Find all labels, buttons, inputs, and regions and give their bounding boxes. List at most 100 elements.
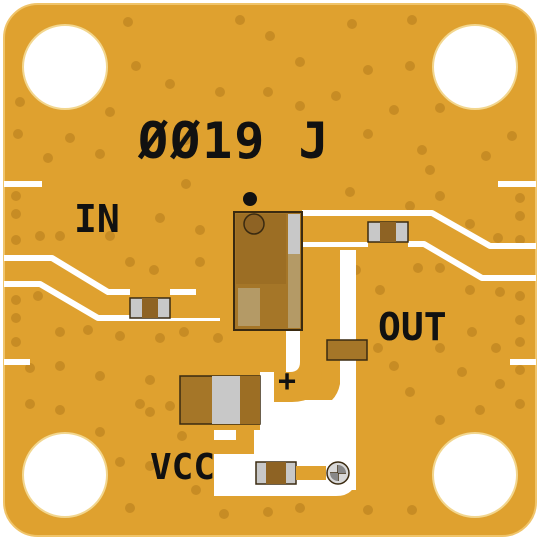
via bbox=[131, 61, 141, 71]
input-label: IN bbox=[74, 197, 120, 241]
via bbox=[493, 233, 503, 243]
via bbox=[491, 343, 501, 353]
via bbox=[165, 401, 175, 411]
via bbox=[515, 315, 525, 325]
input-capacitor bbox=[129, 297, 171, 319]
via bbox=[115, 457, 125, 467]
via bbox=[507, 131, 517, 141]
via bbox=[83, 325, 93, 335]
via bbox=[11, 337, 21, 347]
via bbox=[413, 263, 423, 273]
via bbox=[33, 291, 43, 301]
vcc-gold-lead bbox=[236, 424, 254, 454]
via bbox=[373, 343, 383, 353]
bias-gold-path bbox=[274, 250, 322, 402]
via bbox=[125, 257, 135, 267]
via bbox=[417, 145, 427, 155]
ic-rf-in-lead bbox=[238, 288, 260, 326]
via bbox=[105, 107, 115, 117]
via bbox=[13, 129, 23, 139]
via bbox=[435, 103, 445, 113]
via bbox=[195, 225, 205, 235]
via bbox=[515, 365, 525, 375]
output-microstrip bbox=[300, 218, 370, 242]
via bbox=[467, 327, 477, 337]
via bbox=[515, 235, 525, 245]
via bbox=[145, 375, 155, 385]
via bbox=[363, 65, 373, 75]
via bbox=[475, 405, 485, 415]
polarity-mark: + bbox=[278, 364, 297, 399]
via bbox=[11, 209, 21, 219]
trace-out-gap-lower bbox=[408, 241, 536, 281]
via bbox=[405, 201, 415, 211]
via bbox=[55, 405, 65, 415]
amplifier-ic bbox=[233, 192, 303, 331]
vcc-resistor bbox=[255, 461, 297, 485]
via bbox=[181, 179, 191, 189]
via bbox=[35, 231, 45, 241]
orientation-dot bbox=[243, 192, 257, 206]
via bbox=[105, 231, 115, 241]
via bbox=[375, 285, 385, 295]
via bbox=[191, 485, 201, 495]
via bbox=[457, 367, 467, 377]
via bbox=[177, 431, 187, 441]
via bbox=[515, 399, 525, 409]
via bbox=[25, 399, 35, 409]
via bbox=[295, 503, 305, 513]
output-label: OUT bbox=[378, 305, 447, 349]
via bbox=[11, 191, 21, 201]
ic-rf-out-lead bbox=[288, 214, 300, 254]
via bbox=[331, 91, 341, 101]
via bbox=[363, 129, 373, 139]
vcc-decoupling-capacitor bbox=[179, 375, 261, 425]
via bbox=[95, 149, 105, 159]
via bbox=[145, 407, 155, 417]
via bbox=[145, 461, 155, 471]
bias-capacitor bbox=[326, 339, 368, 361]
via bbox=[263, 87, 273, 97]
via bbox=[155, 213, 165, 223]
via bbox=[345, 187, 355, 197]
via bbox=[435, 191, 445, 201]
via bbox=[515, 291, 525, 301]
via bbox=[363, 505, 373, 515]
via bbox=[435, 415, 445, 425]
via bbox=[65, 133, 75, 143]
via bbox=[407, 505, 417, 515]
smd-components bbox=[129, 221, 409, 485]
via bbox=[515, 211, 525, 221]
mounting-holes bbox=[22, 24, 518, 518]
via-field bbox=[11, 15, 525, 519]
via bbox=[389, 105, 399, 115]
input-microstrip bbox=[170, 296, 248, 318]
supply-label: VCC bbox=[150, 447, 216, 488]
via bbox=[389, 361, 399, 371]
via bbox=[95, 371, 105, 381]
vcc-gold-pad bbox=[214, 440, 242, 454]
via bbox=[465, 285, 475, 295]
via bbox=[115, 331, 125, 341]
gold-traces bbox=[214, 250, 322, 454]
via bbox=[295, 101, 305, 111]
via bbox=[55, 327, 65, 337]
via bbox=[425, 165, 435, 175]
trace-in-gap-upper bbox=[4, 255, 130, 295]
mounting-hole-top-right bbox=[432, 24, 518, 110]
via bbox=[219, 509, 229, 519]
vcc-lead-to-pad bbox=[296, 466, 326, 480]
via bbox=[195, 257, 205, 267]
via bbox=[215, 87, 225, 97]
bias-line-vertical bbox=[286, 330, 300, 374]
ic-bias-lead bbox=[288, 254, 300, 328]
via bbox=[515, 193, 525, 203]
via bbox=[125, 503, 135, 513]
via bbox=[265, 31, 275, 41]
via bbox=[95, 427, 105, 437]
via bbox=[481, 151, 491, 161]
via bbox=[135, 399, 145, 409]
via bbox=[405, 387, 415, 397]
via bbox=[11, 235, 21, 245]
